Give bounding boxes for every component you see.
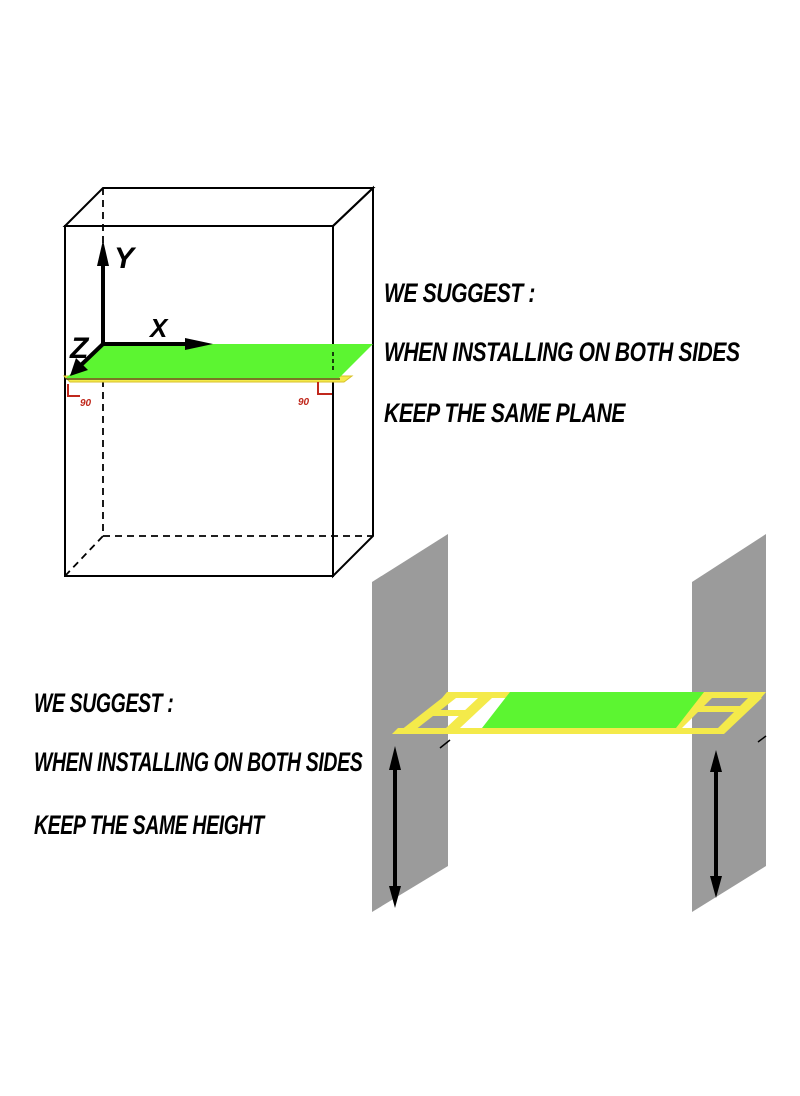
- axis-x-label: X: [148, 313, 169, 343]
- rail-right-end-back: [712, 698, 762, 734]
- axis-z-arrowhead: [70, 358, 88, 376]
- rail-left-end-front: [446, 698, 492, 728]
- cabinet-front-face: [64, 225, 334, 577]
- right-angle-marker-right: 90: [298, 382, 332, 408]
- left-wall: [372, 534, 448, 912]
- cabinet-box: [62, 185, 376, 579]
- angle-left-label: 90: [80, 398, 92, 409]
- height-arrow-right: [710, 750, 722, 898]
- rail-front: [392, 728, 724, 734]
- bottom-caption-line3: KEEP THE SAME HEIGHT: [34, 810, 264, 840]
- axis-x: [103, 338, 213, 350]
- rail-left-end-back: [396, 698, 456, 734]
- axis-y: [97, 240, 109, 344]
- top-caption-line1: WE SUGGEST :: [384, 278, 535, 308]
- angle-right-label: 90: [298, 397, 310, 408]
- height-arrow-left: [389, 746, 401, 908]
- bottom-caption-line2: WHEN INSTALLING ON BOTH SIDES: [34, 747, 363, 777]
- axis-z-label: Z: [69, 332, 90, 365]
- right-angle-marker-left: 90: [67, 384, 92, 409]
- axis-y-label: Y: [114, 242, 137, 275]
- bottom-caption-line1: WE SUGGEST :: [34, 688, 174, 718]
- axis-z: [70, 342, 105, 376]
- axis-y-arrowhead: [97, 240, 109, 266]
- top-caption-line2: WHEN INSTALLING ON BOTH SIDES: [384, 337, 740, 367]
- axis-x-arrowhead: [185, 338, 213, 350]
- cabinet-top-face: [62, 187, 376, 227]
- shelf-top-panel: [66, 344, 373, 378]
- top-caption-line3: KEEP THE SAME PLANE: [384, 398, 626, 428]
- bottom-shelf-panel: [482, 692, 704, 728]
